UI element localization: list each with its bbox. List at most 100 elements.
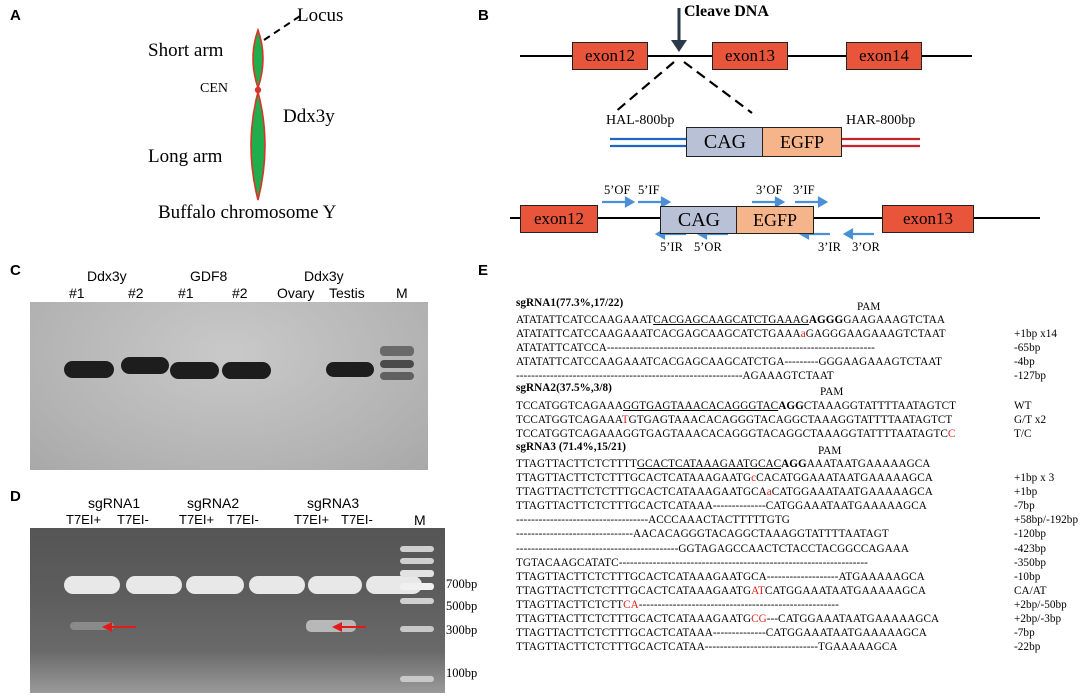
- pam-label: PAM: [857, 301, 881, 313]
- cleave-dna-label: Cleave DNA: [684, 3, 769, 20]
- panel-label-a: A: [10, 7, 21, 24]
- gel-c-lane3: #1: [178, 285, 194, 301]
- panel-label-e: E: [478, 262, 489, 279]
- sg2-allele-note: G/T x2: [1014, 414, 1047, 426]
- gel-c-marker-band: [380, 346, 414, 356]
- pam-label: PAM: [818, 445, 842, 457]
- gel-c-lane1: #1: [69, 285, 85, 301]
- exon13-bottom: exon13: [882, 205, 974, 233]
- sg3-allele-sequence: TTAGTTACTTCTCTTTGCACTCATAA--------------…: [516, 641, 898, 654]
- gel-c-band: [222, 362, 271, 379]
- sg3-allele-sequence: TTAGTTACTTCTCTTTGCACTCATAAAGAATGCAaCATGG…: [516, 486, 933, 499]
- sg3-allele-note: +1bp x 3: [1014, 472, 1055, 484]
- sgrna1-wt-sequence: ATATATTCATCCAAGAAATCACGAGCAAGCATCTGAAAGA…: [516, 314, 945, 326]
- chromosome-caption: Buffalo chromosome Y: [158, 202, 337, 223]
- gel-c-lane4: #2: [232, 285, 248, 301]
- gel-d-band: [126, 576, 182, 594]
- sg1-allele-sequence: ATATATTCATCCAAGAAATCACGAGCAAGCATCTGAAAaG…: [516, 328, 946, 340]
- har-label: HAR-800bp: [846, 113, 916, 128]
- long-arm-label: Long arm: [148, 146, 223, 167]
- gel-d-cleaved-band: [70, 622, 114, 630]
- sg2-allele-note: T/C: [1014, 428, 1032, 441]
- gel-d-marker-band: [400, 598, 434, 604]
- sg3-allele-sequence: -----------------------------------ACCCA…: [516, 514, 790, 527]
- gel-d-image: [30, 528, 445, 693]
- exon13-top: exon13: [712, 42, 788, 70]
- sg2-allele-sequence: TCCATGGTCAGAAATGTGAGTAAACACAGGGTACAGGCTA…: [516, 414, 953, 426]
- hal-label: HAL-800bp: [606, 113, 675, 128]
- primer-5ir: 5’IR: [660, 240, 683, 254]
- primer-3of: 3’OF: [756, 183, 783, 197]
- gel-d-lane1: T7EI+: [66, 512, 102, 527]
- gel-d-lane2: T7EI-: [117, 512, 149, 527]
- size-700bp: 700bp: [446, 577, 478, 591]
- gel-d-marker-band: [400, 676, 434, 682]
- gel-c-group1-label: Ddx3y: [87, 268, 127, 284]
- primer-3if: 3’IF: [793, 183, 815, 197]
- egfp-box-integrated: EGFP: [736, 206, 814, 234]
- cag-box-integrated: CAG: [660, 206, 738, 234]
- size-100bp: 100bp: [446, 666, 478, 680]
- sg3-allele-sequence: -------------------------------AACACAGGG…: [516, 528, 889, 541]
- primer-5if: 5’IF: [638, 183, 660, 197]
- short-arm-label: Short arm: [148, 40, 224, 61]
- gel-d-lane4: T7EI-: [227, 512, 259, 527]
- sg3-allele-sequence: TGTACAAGCATATC--------------------------…: [516, 556, 868, 569]
- sgrna2-wt-sequence: TCCATGGTCAGAAAGGTGAGTAAACACAGGGTACAGGCTA…: [516, 400, 957, 412]
- sg1-allele-sequence: ATATATTCATCCAAGAAATCACGAGCAAGCATCTGA----…: [516, 356, 943, 369]
- red-arrow-icon: [102, 622, 112, 632]
- sg1-allele-note: -127bp: [1014, 370, 1046, 383]
- gel-d-marker-band: [400, 558, 434, 564]
- panel-label-c: C: [10, 262, 21, 279]
- sg3-allele-note: -120bp: [1014, 528, 1046, 541]
- gel-d-marker-band: [400, 583, 434, 590]
- sgrna1-title: sgRNA1(77.3%,17/22): [516, 297, 624, 309]
- gel-c-image: [30, 302, 428, 470]
- sg1-allele-note: -65bp: [1014, 342, 1041, 355]
- panel-label-b: B: [478, 7, 489, 24]
- sg2-allele-sequence: TCCATGGTCAGAAAGGTGAGTAAACACAGGGTACAGGCTA…: [516, 428, 956, 441]
- sg3-allele-note: CA/AT: [1014, 584, 1047, 597]
- sg3-allele-sequence: TTAGTTACTTCTCTTTGCACTCATAAA-------------…: [516, 627, 927, 640]
- gel-c-band: [64, 361, 114, 378]
- gel-d-band: [308, 576, 362, 594]
- size-300bp: 300bp: [446, 623, 478, 637]
- gel-c-marker-band: [380, 360, 414, 368]
- primer-5or: 5’OR: [694, 240, 722, 254]
- sg3-allele-note: +2bp/-3bp: [1014, 613, 1062, 625]
- gene-label: Ddx3y: [283, 106, 335, 127]
- gel-c-group2-label: GDF8: [190, 268, 228, 284]
- gel-c-group3-label: Ddx3y: [304, 268, 344, 284]
- sg3-allele-note: -350bp: [1014, 556, 1046, 569]
- gel-d-lane3: T7EI+: [179, 512, 215, 527]
- sg1-allele-note: -4bp: [1014, 356, 1035, 369]
- gel-d-cleaved-band: [306, 620, 356, 632]
- gel-d-marker-band: [400, 626, 434, 632]
- gel-c-marker: M: [396, 285, 408, 301]
- exon12-bottom: exon12: [520, 205, 598, 233]
- sg3-allele-sequence: TTAGTTACTTCTCTTTGCACTCATAAAGAATGCG---CAT…: [516, 613, 940, 625]
- sgrna2-wt-note: WT: [1014, 400, 1032, 412]
- sg3-allele-sequence: ----------------------------------------…: [516, 542, 909, 555]
- sg3-allele-note: -22bp: [1014, 641, 1041, 654]
- gel-d-band: [249, 576, 305, 594]
- gel-d-group2-label: sgRNA2: [187, 495, 240, 511]
- primer-5of: 5’OF: [604, 183, 631, 197]
- sg1-allele-note: +1bp x14: [1014, 328, 1058, 340]
- sg3-allele-note: +58bp/-192bp: [1014, 514, 1079, 527]
- sg3-allele-sequence: TTAGTTACTTCTCTTCA-----------------------…: [516, 598, 839, 611]
- sg1-allele-sequence: ----------------------------------------…: [516, 370, 834, 383]
- chromosome-graphic: [250, 15, 301, 201]
- cleavage-arrows: [102, 622, 366, 632]
- egfp-box: EGFP: [762, 127, 842, 157]
- sg3-allele-sequence: TTAGTTACTTCTCTTTGCACTCATAAA-------------…: [516, 500, 927, 513]
- gel-c-lane6: Testis: [329, 285, 365, 301]
- locus-label: Locus: [297, 5, 344, 26]
- sg3-allele-note: +1bp: [1014, 486, 1038, 499]
- exon14-top: exon14: [846, 42, 922, 70]
- sg3-allele-note: -7bp: [1014, 500, 1035, 513]
- exon12-top: exon12: [572, 42, 648, 70]
- centromere-label: CEN: [200, 81, 228, 96]
- gel-c-band: [326, 362, 374, 377]
- gel-d-marker: M: [414, 512, 426, 528]
